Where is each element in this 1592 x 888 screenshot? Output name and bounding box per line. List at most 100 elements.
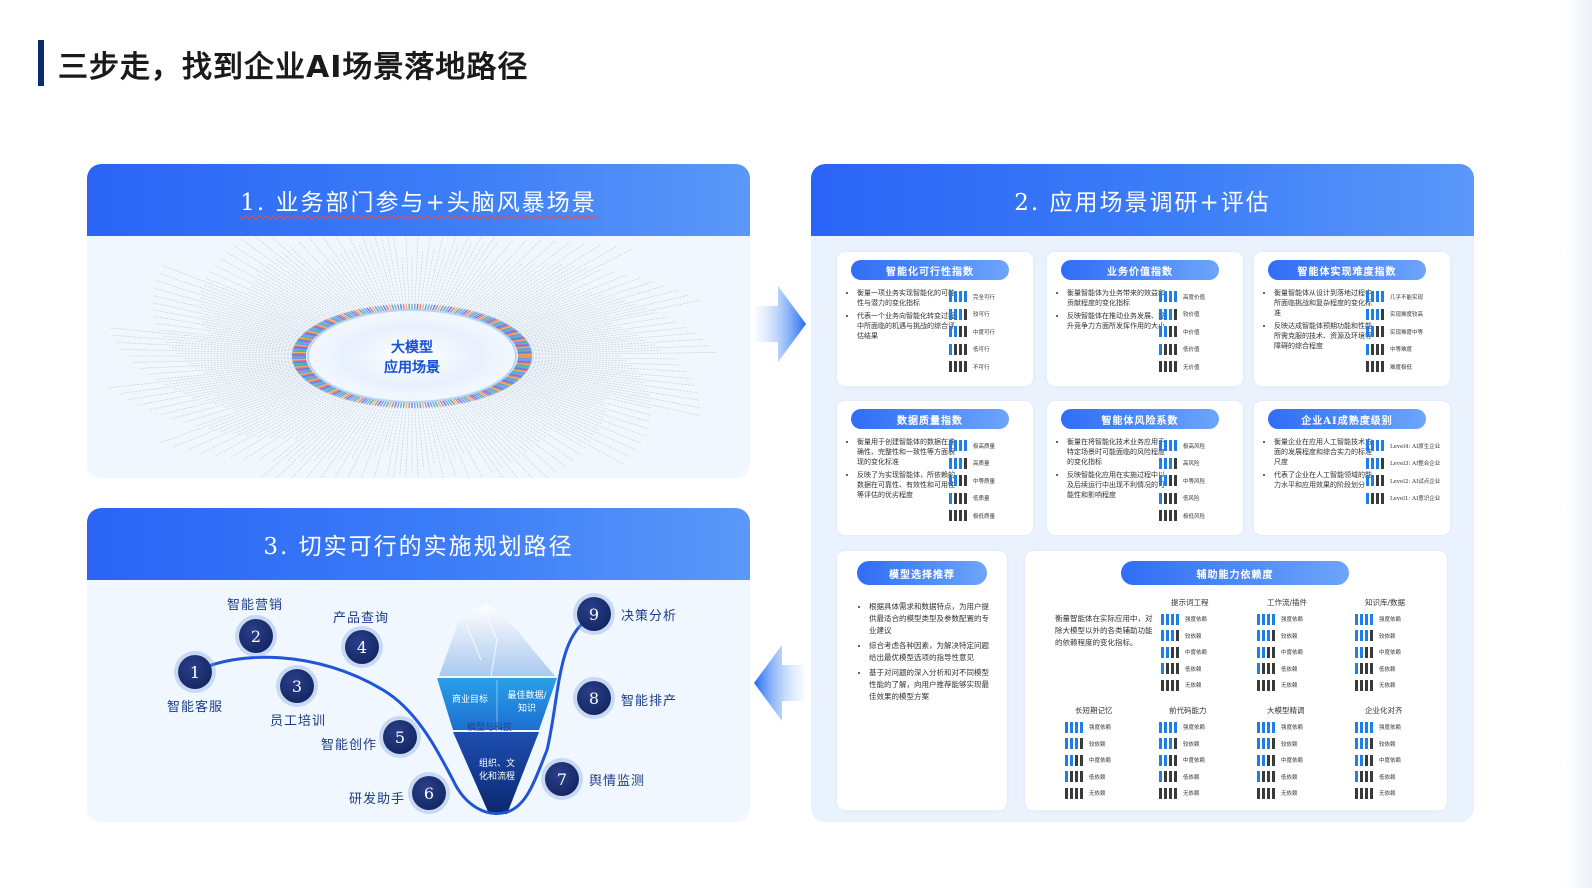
- scenario-ray: [434, 406, 456, 458]
- level-bars: [1366, 475, 1384, 487]
- scenario-ray: [196, 361, 293, 369]
- scenario-ray-color: [329, 389, 341, 395]
- level-bars: [1366, 457, 1384, 469]
- scenario-ray: [281, 252, 352, 312]
- scenario-ray: [503, 389, 599, 430]
- scenario-ray-color: [511, 370, 526, 374]
- scenario-ray: [155, 280, 311, 329]
- scenario-ray-color: [473, 392, 483, 399]
- scale-row: Level2: AI试点企业: [1366, 472, 1446, 490]
- scenario-ray: [467, 240, 542, 311]
- scenario-ray: [158, 329, 295, 346]
- scenario-ray: [276, 401, 357, 478]
- scenario-ray: [201, 291, 312, 328]
- scenario-ray-color: [311, 326, 324, 332]
- scenario-ray: [521, 307, 648, 336]
- scenario-ray: [426, 407, 444, 478]
- scenario-ray: [112, 334, 294, 349]
- scenario-ray: [523, 375, 652, 402]
- metric-card: 智能体实现难度指数衡量智能体从设计到落地过程中所面临挑战和复杂程度的变化标准反映…: [1254, 252, 1450, 386]
- scenario-ray: [529, 327, 686, 346]
- scenario-ray-color: [480, 315, 490, 322]
- scale-row: 无依赖: [1257, 785, 1347, 802]
- scale-row: 低依赖: [1355, 661, 1445, 678]
- scenario-ray-color: [460, 396, 469, 403]
- scenario-ray: [434, 245, 459, 306]
- scenario-ray: [138, 374, 300, 406]
- scenario-ray: [258, 398, 345, 461]
- scenario-ray: [348, 236, 384, 306]
- scale-row: 低依赖: [1065, 769, 1155, 786]
- dependency-group-title: 大模型精调: [1267, 706, 1305, 715]
- scale-label: 无依赖: [1281, 683, 1298, 690]
- scenario-ray-color: [469, 393, 479, 401]
- scenario-ray: [524, 312, 658, 338]
- scenario-ray: [339, 405, 376, 460]
- scale-label: 极高质量: [973, 443, 996, 450]
- scale-row: 无依赖: [1161, 677, 1251, 694]
- scale-label: 无价值: [1183, 364, 1200, 371]
- scenario-ray: [286, 401, 354, 462]
- scenario-ray-color: [336, 314, 346, 321]
- scenario-ray-color: [295, 342, 310, 346]
- evaluation-panel: 2. 应用场景调研+评估 智能化可行性指数衡量一项业务实现智能化的可能性与潜力的…: [811, 164, 1474, 822]
- scenario-ray-color: [366, 307, 373, 314]
- scale-row: 中度依赖: [1355, 752, 1445, 769]
- scale-row: 无价值: [1159, 358, 1239, 376]
- scale-label: 强度依赖: [1281, 617, 1304, 624]
- step-label: 产品查询: [333, 611, 390, 626]
- scale-label: 中等质量: [973, 478, 996, 485]
- page-title: 三步走，找到企业AI场景落地路径: [58, 50, 529, 85]
- scenario-ray-color: [318, 384, 330, 390]
- scenario-ray-color: [506, 332, 520, 337]
- scenario-text-rays: [108, 236, 717, 478]
- scenario-ray: [405, 407, 410, 478]
- step-node-5: 5: [383, 720, 417, 754]
- step-node-6: 6: [412, 776, 446, 810]
- scenario-ray-color: [371, 306, 378, 314]
- scenario-ray: [477, 241, 571, 313]
- scenario-ray-color: [514, 342, 529, 346]
- scenario-ray: [199, 309, 304, 335]
- metric-card-title: 企业AI成熟度级别: [1268, 409, 1426, 429]
- scenario-ray: [268, 263, 342, 315]
- scenario-ray: [121, 349, 293, 354]
- model-recommend-title: 模型选择推荐: [857, 561, 987, 585]
- scale-row: 较依赖: [1161, 628, 1251, 645]
- scenario-ray: [497, 392, 632, 458]
- scale-label: 中度依赖: [1379, 650, 1402, 657]
- list-item: 代表了企业在人工智能领域的能力水平和应用效果的阶段划分: [1274, 470, 1372, 490]
- scale-row: 低价值: [1159, 341, 1239, 359]
- scenario-ray: [530, 339, 647, 349]
- metric-card-title: 业务价值指数: [1061, 260, 1219, 280]
- scenario-ray: [417, 252, 424, 305]
- scale-label: 无依赖: [1379, 683, 1396, 690]
- scenario-ray-color: [338, 314, 348, 321]
- scenario-ray: [495, 392, 592, 443]
- dependency-card: 辅助能力依赖度 衡量智能体在实际应用中，对除大模型以外的各类辅助功能的依赖程度的…: [1025, 551, 1447, 810]
- scenario-ray-color: [449, 306, 456, 314]
- scenario-ray: [451, 404, 504, 478]
- scenario-ray: [459, 403, 512, 464]
- level-bars: [1159, 771, 1177, 783]
- metric-card: 智能体风险系数衡量在将智能化技术业务应用于特定场景时可能面临的风险程度的变化指标…: [1047, 401, 1243, 535]
- scenario-ray: [414, 407, 419, 478]
- scenario-ray: [451, 240, 499, 308]
- scenario-ray-color: [492, 385, 504, 391]
- level-bars: [949, 510, 967, 522]
- scenario-ray: [149, 376, 303, 411]
- scenario-ray-color: [489, 386, 501, 393]
- scenario-ray: [152, 309, 300, 338]
- scenario-ray-color: [304, 375, 318, 380]
- scale-label: 较可行: [973, 312, 990, 319]
- scale-label: 极低风险: [1183, 513, 1206, 520]
- scenario-ray-color: [465, 310, 474, 317]
- scenario-ray-color: [483, 389, 495, 395]
- dependency-group-title: 工作流/插件: [1267, 598, 1308, 607]
- scenario-ray-color: [366, 398, 373, 405]
- scenario-ray-color: [341, 392, 351, 399]
- scenario-ray-color: [299, 336, 314, 341]
- scale-label: 极高风险: [1183, 443, 1206, 450]
- scale-label: 中度可行: [973, 329, 996, 336]
- scenario-ray-color: [515, 345, 530, 348]
